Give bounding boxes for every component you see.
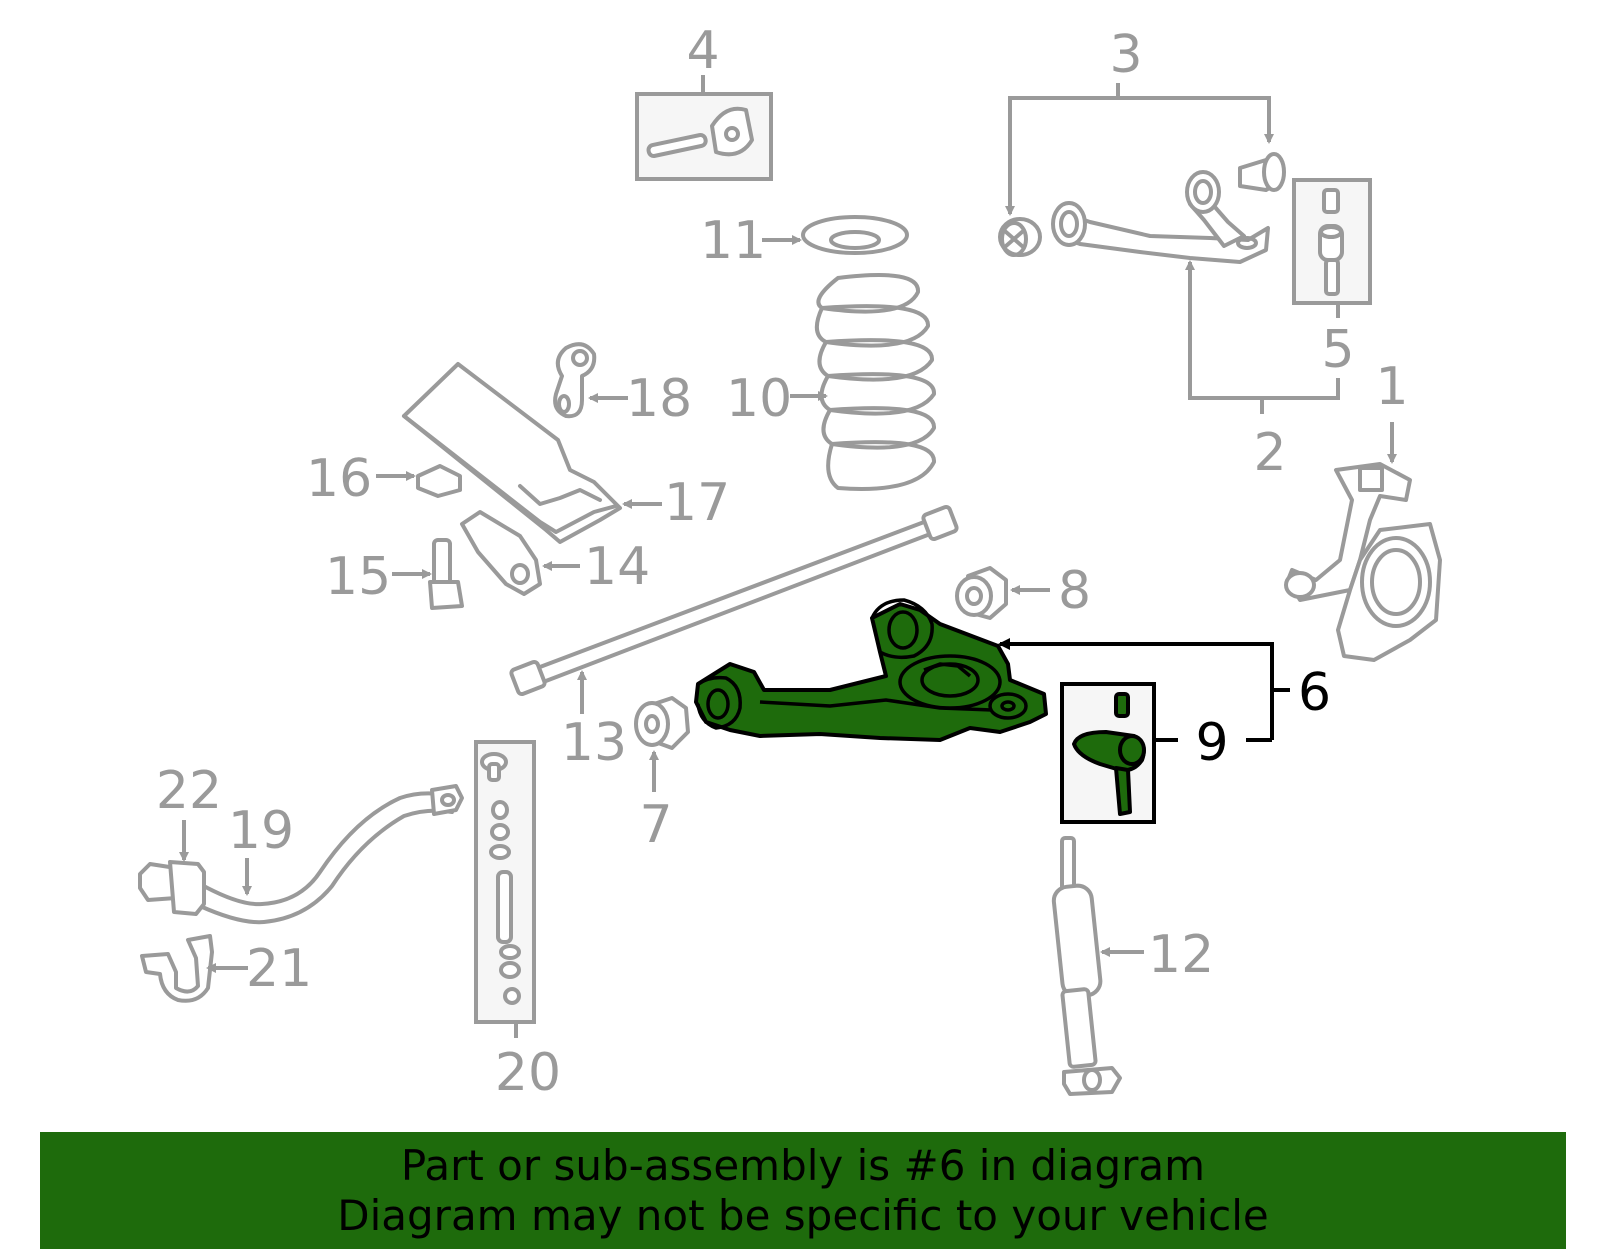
part-1-steering-knuckle[interactable] (1284, 462, 1442, 662)
callout-20: 20 (495, 1043, 561, 1103)
part-18-link[interactable] (553, 342, 597, 419)
part-14-bracket[interactable] (460, 510, 542, 596)
part-17-skid-plate[interactable] (402, 362, 622, 544)
info-banner: Part or sub-assembly is #6 in diagram Di… (40, 1132, 1566, 1249)
part-22-stabilizer-bushing[interactable] (138, 860, 206, 916)
callout-15: 15 (325, 547, 391, 607)
callout-1: 1 (1375, 357, 1408, 417)
banner-line-2: Diagram may not be specific to your vehi… (337, 1190, 1269, 1240)
callout-11: 11 (700, 211, 766, 271)
part-5-upper-ball-joint[interactable] (1292, 178, 1372, 305)
callout-9: 9 (1195, 713, 1228, 773)
callout-5: 5 (1321, 320, 1354, 380)
callout-21: 21 (246, 939, 312, 999)
part-4-bolt-cam-kit[interactable] (635, 92, 773, 181)
callout-4: 4 (686, 21, 719, 81)
part-13-strut-rod[interactable] (509, 505, 959, 696)
callout-19: 19 (228, 801, 294, 861)
callout-17: 17 (664, 473, 730, 533)
callout-14: 14 (584, 537, 650, 597)
callout-16: 16 (306, 449, 372, 509)
part-8-bushing[interactable] (955, 566, 1008, 620)
part-10-coil-spring[interactable] (814, 273, 936, 491)
part-20-link-kit[interactable] (474, 740, 536, 1024)
part-6-lower-control-arm[interactable] (694, 598, 1048, 742)
part-2-upper-control-arm[interactable] (998, 152, 1286, 264)
callout-7: 7 (639, 795, 672, 855)
part-9-lower-ball-joint[interactable] (1060, 682, 1156, 824)
part-19-stabilizer-bar[interactable] (198, 784, 464, 925)
banner-line-1: Part or sub-assembly is #6 in diagram (400, 1140, 1206, 1190)
callout-13: 13 (561, 713, 627, 773)
callout-8: 8 (1058, 561, 1091, 621)
part-21-bushing-clamp[interactable] (140, 934, 214, 1003)
callout-12: 12 (1148, 925, 1214, 985)
part-15-bolt[interactable] (428, 538, 464, 610)
part-16-clip[interactable] (416, 464, 462, 498)
part-12-shock-absorber[interactable] (1051, 836, 1122, 1096)
callout-3: 3 (1109, 25, 1142, 85)
callout-22: 22 (156, 761, 222, 821)
part-7-bushing[interactable] (634, 696, 690, 750)
callout-2: 2 (1253, 423, 1286, 483)
callout-6: 6 (1298, 663, 1331, 723)
callout-10: 10 (726, 369, 792, 429)
callout-18: 18 (626, 369, 692, 429)
part-11-spring-insulator[interactable] (801, 215, 909, 255)
